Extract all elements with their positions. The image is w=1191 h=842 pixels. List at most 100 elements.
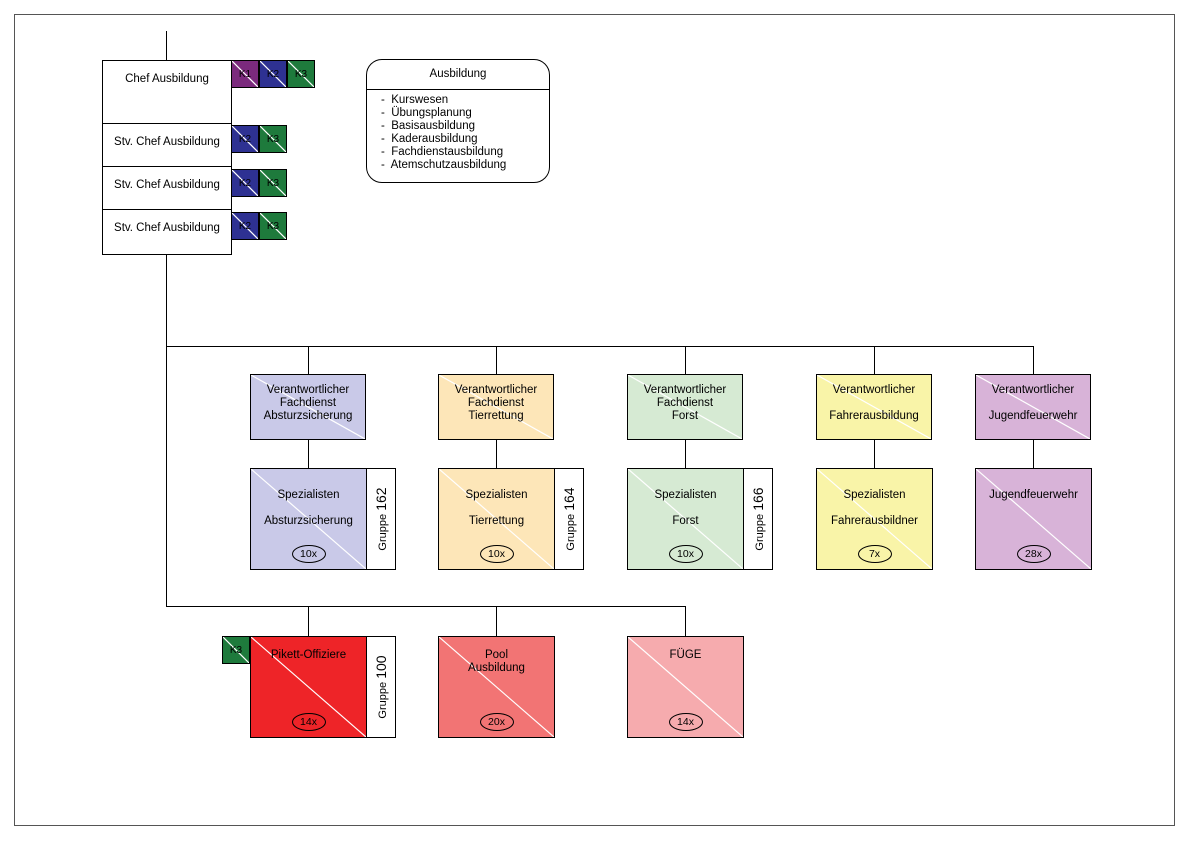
tag-label: K2 xyxy=(266,68,280,80)
training-legend: Ausbildung Kurswesen Übungsplanung Basis… xyxy=(366,59,550,183)
group-text: Gruppe 166 xyxy=(750,487,766,550)
unit-pikett-offiziere: Pikett-Offiziere 14x xyxy=(250,636,367,738)
resp-line: Verantwortlicher xyxy=(643,384,727,396)
tag-k3: K3 xyxy=(222,636,250,664)
connector-bottom-2 xyxy=(496,606,497,636)
deputy-label: Stv. Chef Ausbildung xyxy=(114,136,220,148)
spec-title: Spezialisten xyxy=(654,489,717,501)
unit-pool-ausbildung: Pool Ausbildung 20x xyxy=(438,636,555,738)
tag-label: K3 xyxy=(229,644,243,656)
tag-label: K2 xyxy=(238,133,252,145)
tag-k2: K2 xyxy=(231,125,259,153)
tag-label: K3 xyxy=(294,68,308,80)
group-text: Gruppe 164 xyxy=(561,487,577,550)
group-text: Gruppe 162 xyxy=(373,487,389,550)
tag-label: K1 xyxy=(238,68,252,80)
connector-drop-5 xyxy=(1033,346,1034,374)
count-badge: 14x xyxy=(668,713,703,731)
tag-label: K2 xyxy=(238,177,252,189)
resp-line: Fahrerausbildung xyxy=(829,410,919,422)
chief-box: Chef Ausbildung xyxy=(102,60,232,124)
count-badge: 10x xyxy=(291,545,326,563)
responsible-jugendfeuerwehr: Verantwortlicher Jugendfeuerwehr xyxy=(975,374,1091,440)
spec-title: Spezialisten xyxy=(465,489,528,501)
specialists-tierrettung: Spezialisten Tierrettung 10x xyxy=(438,468,555,570)
connector-link-4 xyxy=(874,440,875,468)
resp-line: Fachdienst xyxy=(467,397,525,409)
responsible-absturzsicherung: Verantwortlicher Fachdienst Absturzsiche… xyxy=(250,374,366,440)
count-badge: 7x xyxy=(857,545,892,563)
tag-k1: K1 xyxy=(231,60,259,88)
connector-link-2 xyxy=(496,440,497,468)
tag-label: K2 xyxy=(238,220,252,232)
unit-line: FÜGE xyxy=(669,649,702,661)
specialists-absturzsicherung: Spezialisten Absturzsicherung 10x xyxy=(250,468,367,570)
responsible-forst: Verantwortlicher Fachdienst Forst xyxy=(627,374,743,440)
connector-bottom-1 xyxy=(308,606,309,636)
tag-k2: K2 xyxy=(231,212,259,240)
responsible-tierrettung: Verantwortlicher Fachdienst Tierrettung xyxy=(438,374,554,440)
connector-main xyxy=(166,254,167,607)
page-frame xyxy=(14,14,1175,826)
group-label-166: Gruppe 166 xyxy=(743,468,773,570)
legend-list: Kurswesen Übungsplanung Basisausbildung … xyxy=(381,94,507,172)
group-prefix: Gruppe xyxy=(565,513,577,551)
deputy-box-1: Stv. Chef Ausbildung xyxy=(102,123,232,167)
connector-bottom-3 xyxy=(685,606,686,636)
legend-item: Atemschutzausbildung xyxy=(381,159,507,172)
deputy-box-3: Stv. Chef Ausbildung xyxy=(102,209,232,255)
tag-label: K3 xyxy=(266,220,280,232)
spec-title: Spezialisten xyxy=(277,489,340,501)
spec-title: Spezialisten xyxy=(843,489,906,501)
resp-line: Verantwortlicher xyxy=(991,384,1075,396)
count-badge: 28x xyxy=(1016,545,1051,563)
spec-title: Jugendfeuerwehr xyxy=(989,489,1078,501)
group-label-162: Gruppe 162 xyxy=(366,468,396,570)
unit-line: Pool xyxy=(484,649,509,661)
legend-item: Fachdienstausbildung xyxy=(381,146,506,159)
count-badge: 10x xyxy=(668,545,703,563)
connector-link-5 xyxy=(1033,440,1034,468)
legend-divider xyxy=(367,89,549,90)
group-number: 100 xyxy=(373,655,389,679)
resp-line: Fachdienst xyxy=(279,397,337,409)
legend-item: Übungsplanung xyxy=(381,107,506,120)
deputy-box-2: Stv. Chef Ausbildung xyxy=(102,166,232,210)
connector-drop-2 xyxy=(496,346,497,374)
group-prefix: Gruppe xyxy=(377,513,389,551)
unit-line: Pikett-Offiziere xyxy=(270,649,347,661)
unit-line: Ausbildung xyxy=(468,662,525,674)
connector-drop-3 xyxy=(685,346,686,374)
group-prefix: Gruppe xyxy=(377,681,389,719)
tag-label: K3 xyxy=(266,177,280,189)
resp-line: Fachdienst xyxy=(656,397,714,409)
connector-link-1 xyxy=(308,440,309,468)
tag-k2: K2 xyxy=(259,60,287,88)
tag-k3: K3 xyxy=(259,125,287,153)
connector-drop-4 xyxy=(874,346,875,374)
count-badge: 20x xyxy=(479,713,514,731)
unit-fuege: FÜGE 14x xyxy=(627,636,744,738)
resp-line: Jugendfeuerwehr xyxy=(988,410,1078,422)
deputy-label: Stv. Chef Ausbildung xyxy=(114,222,220,234)
legend-title: Ausbildung xyxy=(429,68,487,80)
count-badge: 14x xyxy=(291,713,326,731)
tag-label: K3 xyxy=(266,133,280,145)
chief-label: Chef Ausbildung xyxy=(125,73,209,85)
deputy-label: Stv. Chef Ausbildung xyxy=(114,179,220,191)
spec-subtitle: Tierrettung xyxy=(468,515,525,527)
responsible-fahrerausbildung: Verantwortlicher Fahrerausbildung xyxy=(816,374,932,440)
resp-line: Absturzsicherung xyxy=(263,410,353,422)
resp-line: Forst xyxy=(671,410,699,422)
resp-line: Tierrettung xyxy=(468,410,524,422)
spec-subtitle: Fahrerausbildner xyxy=(831,515,918,527)
specialists-fahrerausbildner: Spezialisten Fahrerausbildner 7x xyxy=(816,468,933,570)
spec-subtitle: Forst xyxy=(672,515,699,527)
connector-top xyxy=(166,31,167,60)
legend-item: Basisausbildung xyxy=(381,120,506,133)
legend-item: Kaderausbildung xyxy=(381,133,506,146)
connector-row2-bus xyxy=(166,606,686,607)
members-jugendfeuerwehr: Jugendfeuerwehr 28x xyxy=(975,468,1092,570)
spec-subtitle: Absturzsicherung xyxy=(264,515,353,527)
group-label-164: Gruppe 164 xyxy=(554,468,584,570)
